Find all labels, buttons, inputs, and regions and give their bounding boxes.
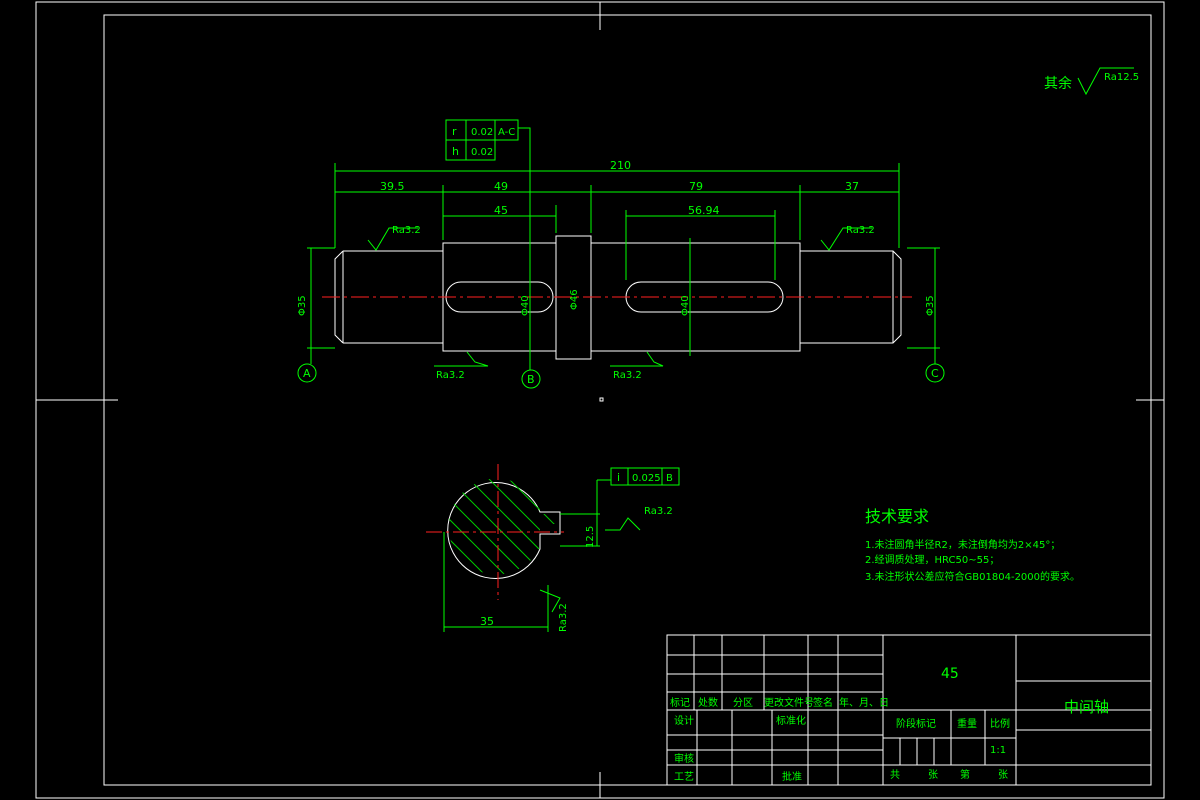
row-standard: 标准化	[776, 714, 806, 727]
row-approve: 批准	[782, 770, 802, 783]
dim-seg3: 79	[689, 180, 703, 193]
dim-seg4: 37	[845, 180, 859, 193]
datum-c: C	[931, 367, 939, 380]
part-name: 中间轴	[1064, 698, 1109, 716]
dim-seg1: 39.5	[380, 180, 405, 193]
tech-item-3: 3.未注形状公差应符合GB01804-2000的要求。	[865, 570, 1080, 583]
dim-dia-mid2: Φ40	[680, 295, 691, 316]
scale-label: 比例	[990, 717, 1010, 730]
title-block	[666, 634, 1152, 786]
tech-item-2: 2.经调质处理，HRC50~55；	[865, 553, 999, 566]
row-process: 工艺	[674, 771, 694, 783]
col-sign: 签名	[813, 696, 833, 709]
sheet-no: 第	[960, 768, 970, 781]
sheets-unit: 张	[928, 769, 938, 781]
technical-requirements: 技术要求 1.未注圆角半径R2，未注倒角均为2×45°； 2.经调质处理，HRC…	[865, 507, 1080, 583]
ra-left-top: Ra3.2	[392, 225, 421, 236]
drawing-frame	[35, 1, 1165, 799]
ra-right-top: Ra3.2	[846, 225, 875, 236]
col-mark: 标记	[670, 697, 690, 709]
other-roughness-prefix: 其余	[1044, 75, 1072, 92]
section-view: i 0.025 B Ra3.2 12.5 35 Ra3.2	[426, 464, 680, 632]
other-roughness-value: Ra12.5	[1104, 72, 1139, 83]
dim-dia-right: Φ35	[925, 295, 936, 316]
section-fcf-datum: B	[666, 473, 673, 484]
col-doc: 更改文件号	[764, 696, 814, 709]
main-dimensions	[307, 127, 940, 370]
sheet-unit2: 张	[998, 769, 1008, 781]
fcf-row1-symbol: r	[452, 125, 457, 138]
dim-key1-length: 45	[494, 204, 508, 217]
col-date: 年、月、日	[839, 696, 889, 709]
dim-dia-left: Φ35	[297, 295, 308, 316]
section-fcf-symbol: i	[617, 471, 620, 484]
row-review: 审核	[674, 752, 694, 765]
dim-dia-collar: Φ46	[569, 289, 580, 310]
datum-markers: A B C	[297, 363, 945, 389]
datum-b: B	[527, 373, 535, 386]
tech-item-1: 1.未注圆角半径R2，未注倒角均为2×45°；	[865, 538, 1060, 551]
dim-seg2: 49	[494, 180, 508, 193]
roughness-symbols	[367, 227, 872, 367]
other-roughness-note: 其余 Ra12.5	[1044, 67, 1139, 96]
stage-mark: 阶段标记	[896, 717, 936, 730]
feature-control-frame: r 0.02 A-C h 0.02	[445, 119, 519, 161]
fcf-row1-value: 0.02	[471, 127, 493, 138]
tech-title: 技术要求	[865, 507, 929, 526]
col-count: 处数	[698, 696, 718, 709]
sheets-total: 共	[890, 769, 900, 781]
dim-section-dia: 35	[480, 615, 494, 628]
dim-key2-length: 56.94	[688, 204, 720, 217]
col-zone: 分区	[733, 697, 753, 709]
main-dimension-texts: 210 39.5 49 79 37 45 56.94 Φ35 Φ40 Φ46 Φ…	[297, 159, 936, 316]
fcf-row2-symbol: h	[452, 145, 459, 158]
material: 45	[941, 666, 959, 682]
weight: 重量	[957, 717, 977, 730]
ra-left-bottom: Ra3.2	[436, 370, 465, 381]
fcf-row1-datum: A-C	[498, 127, 515, 138]
title-block-texts: 45 中间轴 标记 处数 分区 更改文件号 签名 年、月、日 设计 标准化 审核…	[670, 666, 1109, 783]
datum-a: A	[303, 367, 311, 380]
scale-value: 1:1	[990, 745, 1006, 756]
ra-section-side: Ra3.2	[558, 603, 569, 632]
dim-overall: 210	[610, 159, 631, 172]
ra-mid-bottom: Ra3.2	[613, 370, 642, 381]
dim-key-depth: 12.5	[585, 526, 596, 548]
section-fcf-value: 0.025	[632, 473, 661, 484]
row-design: 设计	[674, 714, 694, 727]
dim-dia-mid1: Φ40	[520, 295, 531, 316]
ra-keyway: Ra3.2	[644, 506, 673, 517]
fcf-row2-value: 0.02	[471, 147, 493, 158]
